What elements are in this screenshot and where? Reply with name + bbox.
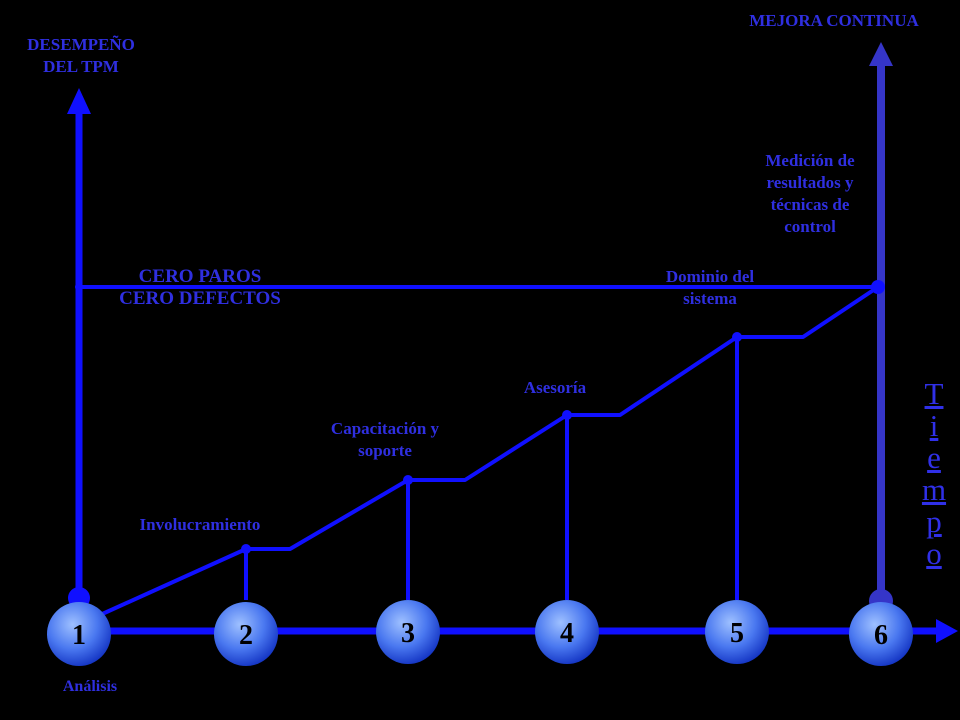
stage-number-6: 6	[874, 620, 888, 651]
milestone-3-dot	[403, 475, 413, 485]
milestone-4-dot	[562, 410, 572, 420]
right-axis-arrow	[869, 42, 893, 66]
stage-circle-4: 4	[535, 600, 599, 664]
stage-circle-2: 2	[214, 602, 278, 666]
stage-number-5: 5	[730, 618, 744, 649]
right-axis-title: MEJORA CONTINUA	[749, 11, 919, 30]
stage-4-label: Asesoría	[523, 378, 587, 397]
left-axis-title: DESEMPEÑO DEL TPM	[27, 35, 135, 76]
time-axis-arrow	[936, 619, 958, 643]
milestone-6-dot	[871, 280, 885, 294]
stage-circle-5: 5	[705, 600, 769, 664]
stage-2-label: Involucramiento	[139, 515, 261, 534]
stage-5-label: Dominio del sistema	[665, 267, 755, 308]
stage-number-1: 1	[72, 620, 86, 651]
stage-circle-1: 1	[47, 602, 111, 666]
left-axis-arrow	[67, 88, 91, 114]
progress-line	[99, 285, 880, 617]
stage-6-label: Medición de resultados y técnicas de con…	[765, 151, 855, 236]
milestone-5-dot	[732, 332, 742, 342]
stage-1-label: Análisis	[62, 678, 118, 695]
target-label: CERO PAROS CERO DEFECTOS	[119, 266, 281, 309]
stage-number-4: 4	[560, 618, 574, 649]
stage-number-2: 2	[239, 620, 253, 651]
stage-circle-6: 6	[849, 602, 913, 666]
stage-number-3: 3	[401, 618, 415, 649]
stage-3-label: Capacitación y soporte	[330, 419, 440, 460]
target-line-start-dot	[75, 283, 83, 291]
time-label: T i e m p o	[921, 376, 947, 571]
stage-circle-3: 3	[376, 600, 440, 664]
milestone-2-dot	[241, 544, 251, 554]
